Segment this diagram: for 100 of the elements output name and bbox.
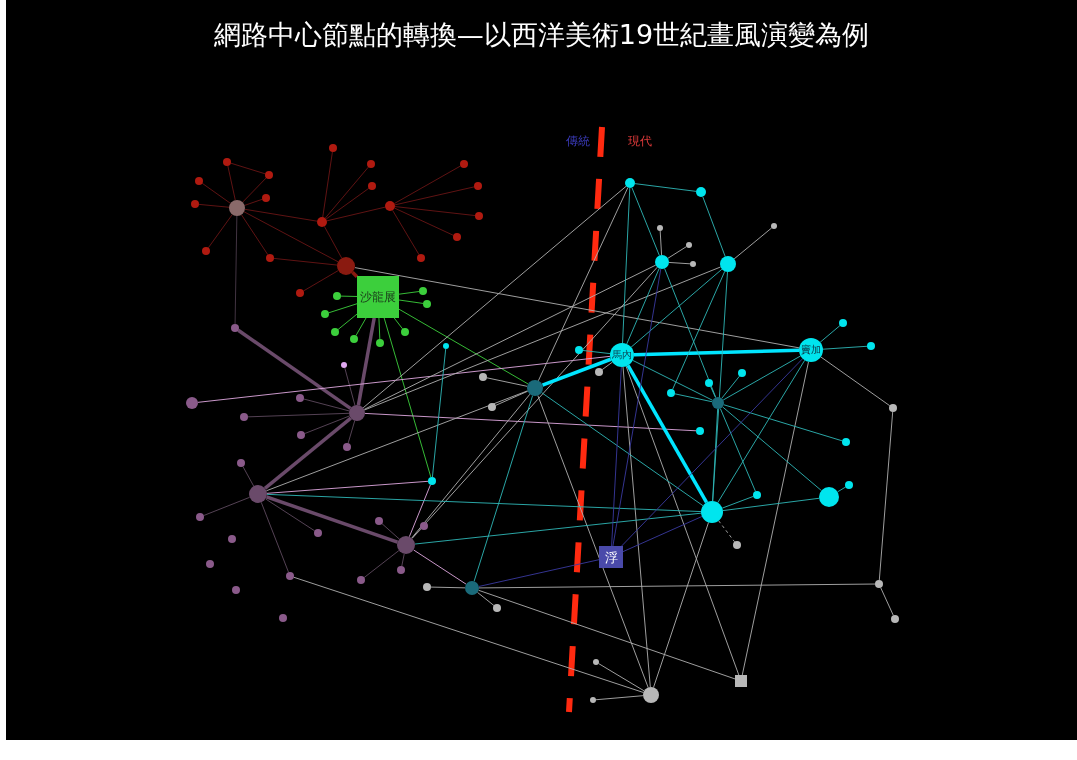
network-edge	[344, 367, 356, 406]
network-node	[428, 477, 436, 485]
network-edge	[710, 386, 716, 398]
network-edge	[324, 166, 369, 219]
network-node	[667, 389, 675, 397]
network-node	[223, 158, 231, 166]
network-edge	[622, 516, 703, 553]
network-edge	[414, 512, 702, 545]
network-edge	[478, 589, 736, 680]
network-edge	[598, 663, 645, 692]
network-edge	[668, 262, 691, 265]
network-edge	[477, 591, 495, 606]
network-edge	[356, 317, 376, 406]
network-edge	[837, 486, 847, 493]
network-node	[595, 368, 603, 376]
network-edge	[265, 390, 528, 492]
network-node	[701, 501, 723, 523]
network-node	[196, 513, 204, 521]
network-node	[265, 171, 273, 179]
network-edge	[328, 303, 358, 314]
network-node	[333, 292, 341, 300]
network-edge	[323, 225, 343, 259]
network-edge	[626, 268, 660, 345]
network-node	[625, 178, 635, 188]
network-node	[643, 687, 659, 703]
network-edge	[393, 317, 403, 330]
network-node	[423, 583, 431, 591]
network-edge	[819, 325, 841, 343]
network-node	[337, 257, 355, 275]
network-node	[262, 194, 270, 202]
network-edge	[265, 495, 399, 544]
network-node	[845, 481, 853, 489]
network-edge	[722, 406, 822, 491]
network-edge	[541, 357, 612, 387]
network-edge	[741, 361, 809, 676]
network-edge	[664, 268, 717, 398]
network-node	[329, 144, 337, 152]
network-edge	[227, 165, 236, 201]
network-node	[705, 379, 713, 387]
network-node	[696, 187, 706, 197]
network-edge	[337, 313, 358, 330]
network-node	[420, 522, 428, 530]
network-edge	[230, 162, 266, 175]
network-node	[417, 254, 425, 262]
network-edge	[265, 498, 316, 532]
network-node	[195, 177, 203, 185]
network-edge	[303, 270, 339, 292]
network-node	[720, 256, 736, 272]
network-node	[343, 443, 351, 451]
network-node	[657, 225, 663, 231]
network-edge	[582, 350, 611, 355]
network-edge	[355, 317, 367, 336]
network-node	[465, 581, 479, 595]
network-edge	[630, 268, 723, 348]
network-edge	[717, 359, 806, 504]
network-node	[891, 615, 899, 623]
network-edge	[672, 270, 726, 390]
network-node	[186, 397, 198, 409]
network-edge	[621, 358, 804, 547]
network-edge	[325, 187, 370, 220]
network-edge	[486, 377, 528, 387]
network-edge	[659, 230, 663, 256]
network-edge	[718, 520, 736, 543]
network-node	[488, 403, 496, 411]
network-node	[385, 201, 395, 211]
network-node	[206, 560, 214, 568]
network-edge	[633, 348, 800, 357]
network-edge	[632, 359, 714, 401]
network-node	[819, 487, 839, 507]
network-edge	[392, 209, 420, 255]
network-node	[475, 212, 483, 220]
network-edge	[207, 214, 233, 249]
network-edge	[242, 177, 267, 203]
network-edge	[244, 208, 318, 222]
network-edge	[719, 408, 756, 492]
network-edge	[393, 165, 461, 204]
network-node	[712, 397, 724, 409]
network-node	[232, 586, 240, 594]
network-edge	[394, 206, 476, 216]
network-edge	[431, 348, 447, 478]
region-label: 傳統	[566, 133, 590, 150]
network-edge	[247, 412, 350, 418]
network-node	[753, 491, 761, 499]
diagram-title: 網路中心節點的轉換—以西洋美術19世紀畫風演變為例	[212, 18, 871, 52]
network-edge	[266, 493, 702, 512]
network-node	[889, 404, 897, 412]
network-node	[331, 328, 339, 336]
network-edge	[880, 587, 894, 616]
network-node	[237, 459, 245, 467]
network-node	[191, 200, 199, 208]
network-node	[368, 182, 376, 190]
network-node	[590, 697, 596, 703]
network-edge	[611, 366, 622, 547]
network-edge	[722, 497, 820, 512]
network-edge	[242, 466, 255, 487]
network-edge	[674, 393, 713, 403]
network-node	[376, 339, 384, 347]
network-node	[738, 369, 746, 377]
network-edge	[495, 390, 529, 406]
network-node	[249, 485, 267, 503]
